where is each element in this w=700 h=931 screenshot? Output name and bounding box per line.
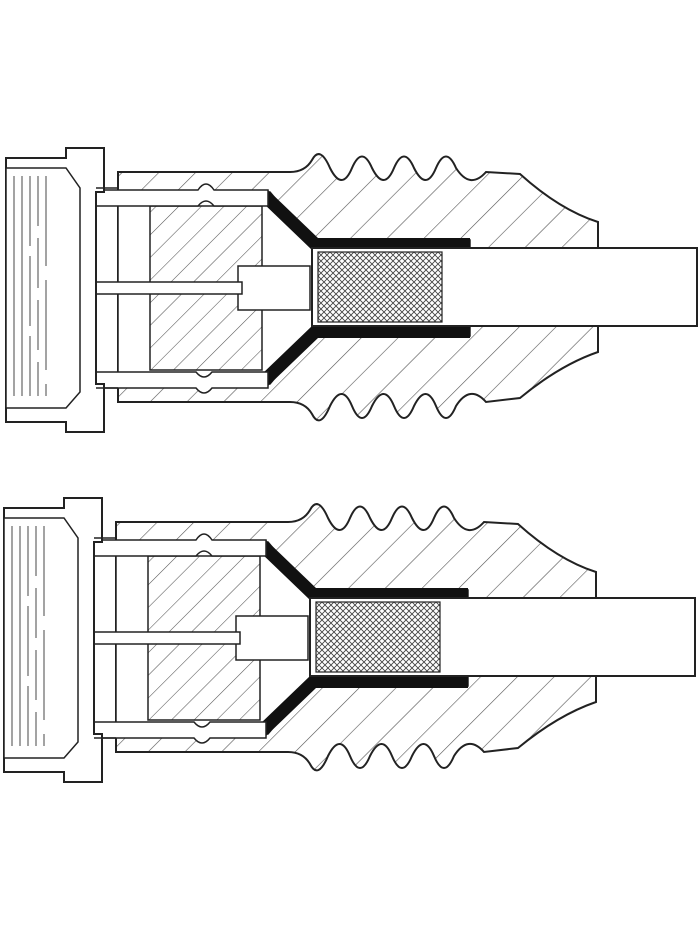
connector-diagram — [0, 0, 700, 931]
background — [0, 0, 700, 931]
diagram-canvas — [0, 0, 700, 931]
